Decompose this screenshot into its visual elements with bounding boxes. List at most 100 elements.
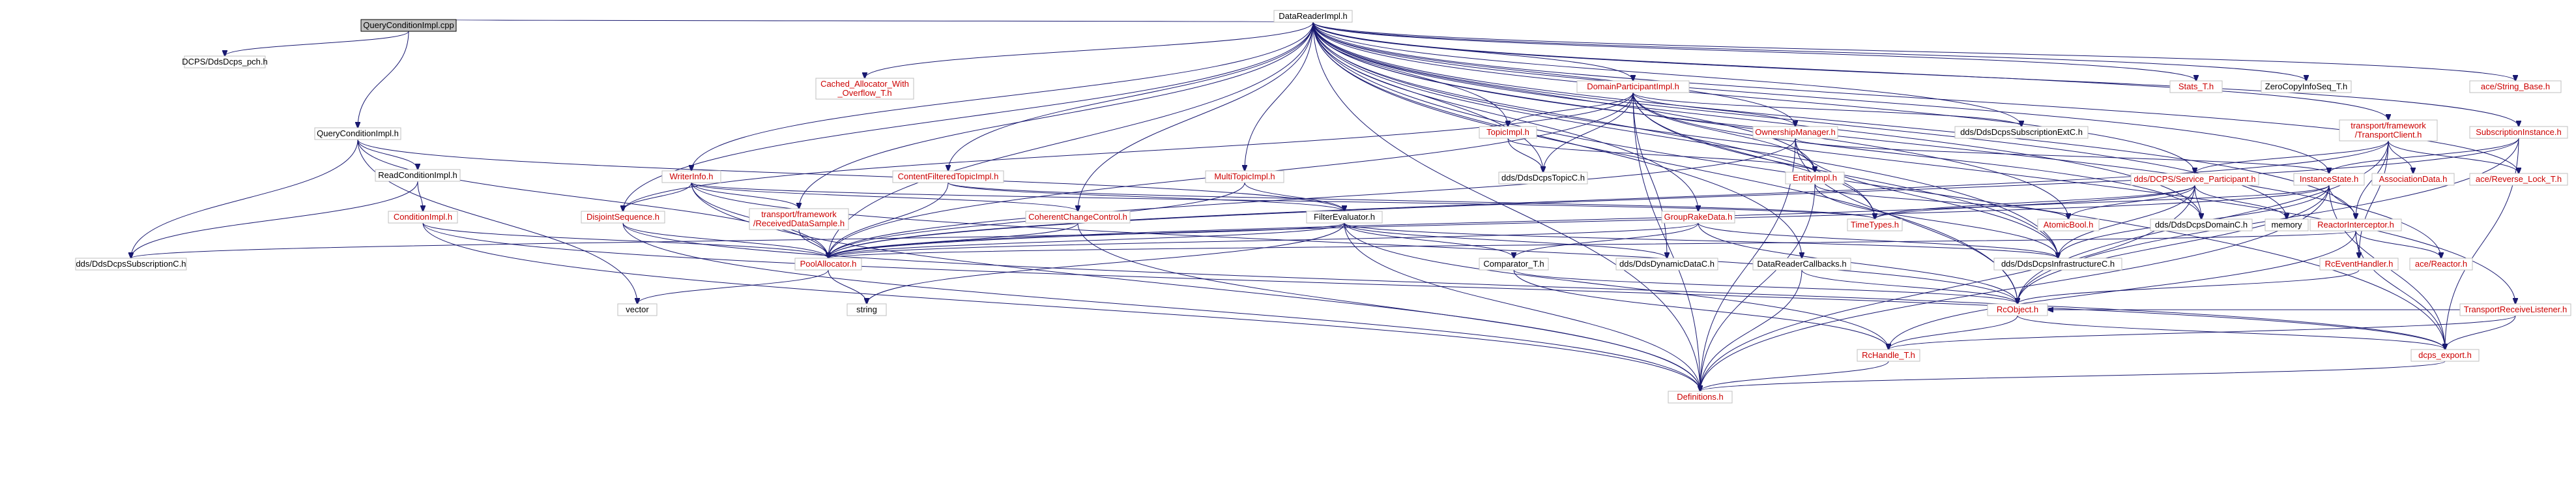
edge-groupraketdata-to-comparator bbox=[1514, 222, 1699, 258]
node-memory: memory bbox=[2265, 218, 2309, 231]
node-topicimpl[interactable]: TopicImpl.h bbox=[1479, 126, 1537, 139]
edge-subscriptioninstance-to-instancestate bbox=[2329, 138, 2519, 173]
node-dcps_export[interactable]: dcps_export.h bbox=[2410, 349, 2480, 362]
node-reverse_lock[interactable]: ace/Reverse_Lock_T.h bbox=[2469, 173, 2568, 186]
node-label-string: string bbox=[856, 305, 877, 314]
edge-instancestate-to-reactorinterceptor bbox=[2328, 185, 2356, 219]
node-conditionimpl[interactable]: ConditionImpl.h bbox=[388, 211, 458, 224]
node-box-cached_allocator bbox=[815, 78, 914, 100]
edge-ownershipmanager-to-rcobject bbox=[1795, 138, 2018, 304]
node-datareaderimpl[interactable]: DataReaderImpl.h bbox=[1273, 10, 1353, 23]
edge-disjointsequence-to-definitions bbox=[622, 222, 1700, 391]
node-stats_t[interactable]: Stats_T.h bbox=[2169, 80, 2223, 93]
node-box-disjointsequence bbox=[581, 211, 665, 224]
node-box-service_participant bbox=[2130, 173, 2259, 186]
edge-writerinfo-to-disjointsequence bbox=[623, 182, 692, 211]
edge-datareaderimpl-to-domainparticipantimpl bbox=[1312, 22, 1633, 81]
edge-datareaderimpl-to-topicimpl bbox=[1312, 22, 1508, 126]
edge-filterevaluator-to-infrastructurec bbox=[1344, 222, 2058, 258]
node-label-associationdata: AssociationData.h bbox=[2379, 174, 2448, 184]
node-queryconditionimpl[interactable]: QueryConditionImpl.h bbox=[314, 127, 401, 140]
node-writerinfo[interactable]: WriterInfo.h bbox=[661, 170, 721, 183]
node-readconditionimpl[interactable]: ReadConditionImpl.h bbox=[375, 169, 461, 182]
node-rcobject[interactable]: RcObject.h bbox=[1987, 303, 2048, 316]
node-label-conditionimpl: ConditionImpl.h bbox=[394, 212, 452, 222]
node-box-stats_t bbox=[2169, 80, 2223, 93]
edge-comparator-to-rcobject bbox=[1513, 269, 2018, 304]
node-timetypes[interactable]: TimeTypes.h bbox=[1847, 218, 1903, 231]
node-disjointsequence[interactable]: DisjointSequence.h bbox=[581, 211, 665, 224]
node-contentfilteredtopicimpl[interactable]: ContentFilteredTopicImpl.h bbox=[892, 170, 1004, 183]
node-label-atomicbool: AtomicBool.h bbox=[2044, 220, 2094, 230]
node-definitions[interactable]: Definitions.h bbox=[1668, 391, 1733, 404]
edge-datareaderimpl-to-multitopicimpl bbox=[1245, 22, 1314, 171]
edge-datareaderimpl-to-zerocopyinfoseq bbox=[1312, 22, 2306, 81]
edge-datareaderimpl-to-ownershipmanager bbox=[1312, 22, 1795, 126]
node-domainparticipantimpl[interactable]: DomainParticipantImpl.h bbox=[1576, 80, 1690, 93]
edge-rcobject-to-dcps_export bbox=[2017, 315, 2445, 350]
node-box-instancestate bbox=[2293, 173, 2365, 186]
edge-domainparticipantimpl-to-dynamicdatac bbox=[1632, 92, 1667, 258]
node-box-subscriptionc bbox=[75, 258, 187, 271]
edge-queryconditionimpl-to-subscriptionc bbox=[131, 139, 358, 258]
node-filterevaluator[interactable]: FilterEvaluator.h bbox=[1306, 211, 1383, 224]
node-zerocopyinfoseq[interactable]: ZeroCopyInfoSeq_T.h bbox=[2261, 80, 2352, 93]
node-entityimpl[interactable]: EntityImpl.h bbox=[1785, 171, 1845, 185]
node-instancestate[interactable]: InstanceState.h bbox=[2293, 173, 2365, 186]
node-label-memory: memory bbox=[2272, 220, 2302, 230]
nodes-layer: QueryConditionImpl.cppDCPS/DdsDcps_pch.h… bbox=[75, 10, 2571, 404]
node-associationdata[interactable]: AssociationData.h bbox=[2371, 173, 2455, 186]
edge-ownershipmanager-to-instancestate bbox=[1795, 138, 2329, 173]
edge-filterevaluator-to-comparator bbox=[1344, 222, 1514, 258]
edge-comparator-to-rchandle bbox=[1513, 269, 1889, 350]
edge-multitopicimpl-to-filterevaluator bbox=[1244, 182, 1344, 211]
edge-datareaderimpl-to-service_participant bbox=[1312, 22, 2195, 173]
node-ownershipmanager[interactable]: OwnershipManager.h bbox=[1752, 126, 1838, 139]
edge-datareaderimpl-to-subscriptioninstance bbox=[1312, 22, 2519, 126]
edge-domainparticipantimpl-to-subscriptionextc bbox=[1632, 92, 2021, 126]
node-rceventhandler[interactable]: RcEventHandler.h bbox=[2319, 258, 2399, 271]
node-atomicbool[interactable]: AtomicBool.h bbox=[2037, 218, 2100, 231]
node-label-coherentchangecontrol: CoherentChangeControl.h bbox=[1028, 212, 1127, 222]
node-datareadercallbacks[interactable]: DataReaderCallbacks.h bbox=[1752, 258, 1851, 271]
edge-reactorinterceptor-to-ace_reactor bbox=[2355, 230, 2441, 258]
node-ace_reactor[interactable]: ace/Reactor.h bbox=[2409, 258, 2473, 271]
edge-rceventhandler-to-rcobject bbox=[2018, 269, 2360, 304]
node-poolallocator[interactable]: PoolAllocator.h bbox=[794, 258, 862, 271]
node-string_base[interactable]: ace/String_Base.h bbox=[2469, 80, 2562, 93]
node-box-transportreceivelistener bbox=[2459, 303, 2571, 316]
node-vector: vector bbox=[617, 303, 658, 316]
node-reactorinterceptor[interactable]: ReactorInterceptor.h bbox=[2309, 218, 2402, 231]
edge-contentfilteredtopicimpl-to-filterevaluator bbox=[948, 182, 1344, 211]
node-transportreceivelistener[interactable]: TransportReceiveListener.h bbox=[2459, 303, 2571, 316]
node-infrastructurec: dds/DdsDcpsInfrastructureC.h bbox=[1993, 258, 2122, 271]
node-service_participant[interactable]: dds/DCPS/Service_Participant.h bbox=[2130, 173, 2259, 186]
edges-layer bbox=[131, 20, 2519, 391]
edge-datareaderimpl-to-datareadercallbacks bbox=[1312, 22, 1802, 258]
node-subscriptioninstance[interactable]: SubscriptionInstance.h bbox=[2469, 126, 2568, 139]
node-coherentchangecontrol[interactable]: CoherentChangeControl.h bbox=[1025, 211, 1131, 224]
node-label-ace_reactor: ace/Reactor.h bbox=[2415, 259, 2467, 269]
edge-topicimpl-to-ddsdcpstopicc bbox=[1507, 138, 1543, 172]
node-label-dcps_export: dcps_export.h bbox=[2418, 350, 2472, 360]
edge-datareaderimpl-to-instancestate bbox=[1312, 22, 2329, 173]
edge-datareaderimpl-to-dcps_export bbox=[1312, 22, 2445, 350]
edge-datareaderimpl-to-reactorinterceptor bbox=[1312, 22, 2356, 219]
edge-instancestate-to-timetypes bbox=[1875, 185, 2330, 219]
node-box-rcobject bbox=[1987, 303, 2048, 316]
node-box-writerinfo bbox=[661, 170, 721, 183]
edge-datareaderimpl-to-entityimpl bbox=[1312, 22, 1815, 172]
node-box-receiveddatasample bbox=[749, 208, 849, 230]
edge-writerinfo-to-receiveddatasample bbox=[691, 182, 799, 209]
node-label-contentfilteredtopicimpl: ContentFilteredTopicImpl.h bbox=[898, 171, 999, 181]
node-box-atomicbool bbox=[2037, 218, 2100, 231]
node-groupraketdata[interactable]: GroupRakeData.h bbox=[1661, 211, 1735, 224]
node-rchandle[interactable]: RcHandle_T.h bbox=[1857, 349, 1920, 362]
node-cached_allocator[interactable]: Cached_Allocator_With_Overflow_T.h bbox=[815, 78, 914, 100]
node-transportclient[interactable]: transport/framework/TransportClient.h bbox=[2339, 119, 2438, 141]
edge-ownershipmanager-to-poolallocator bbox=[828, 138, 1796, 258]
node-receiveddatasample[interactable]: transport/framework/ReceivedDataSample.h bbox=[749, 208, 849, 230]
node-multitopicimpl[interactable]: MultiTopicImpl.h bbox=[1205, 170, 1284, 183]
node-comparator[interactable]: Comparator_T.h bbox=[1479, 258, 1549, 271]
node-box-definitions bbox=[1668, 391, 1733, 404]
